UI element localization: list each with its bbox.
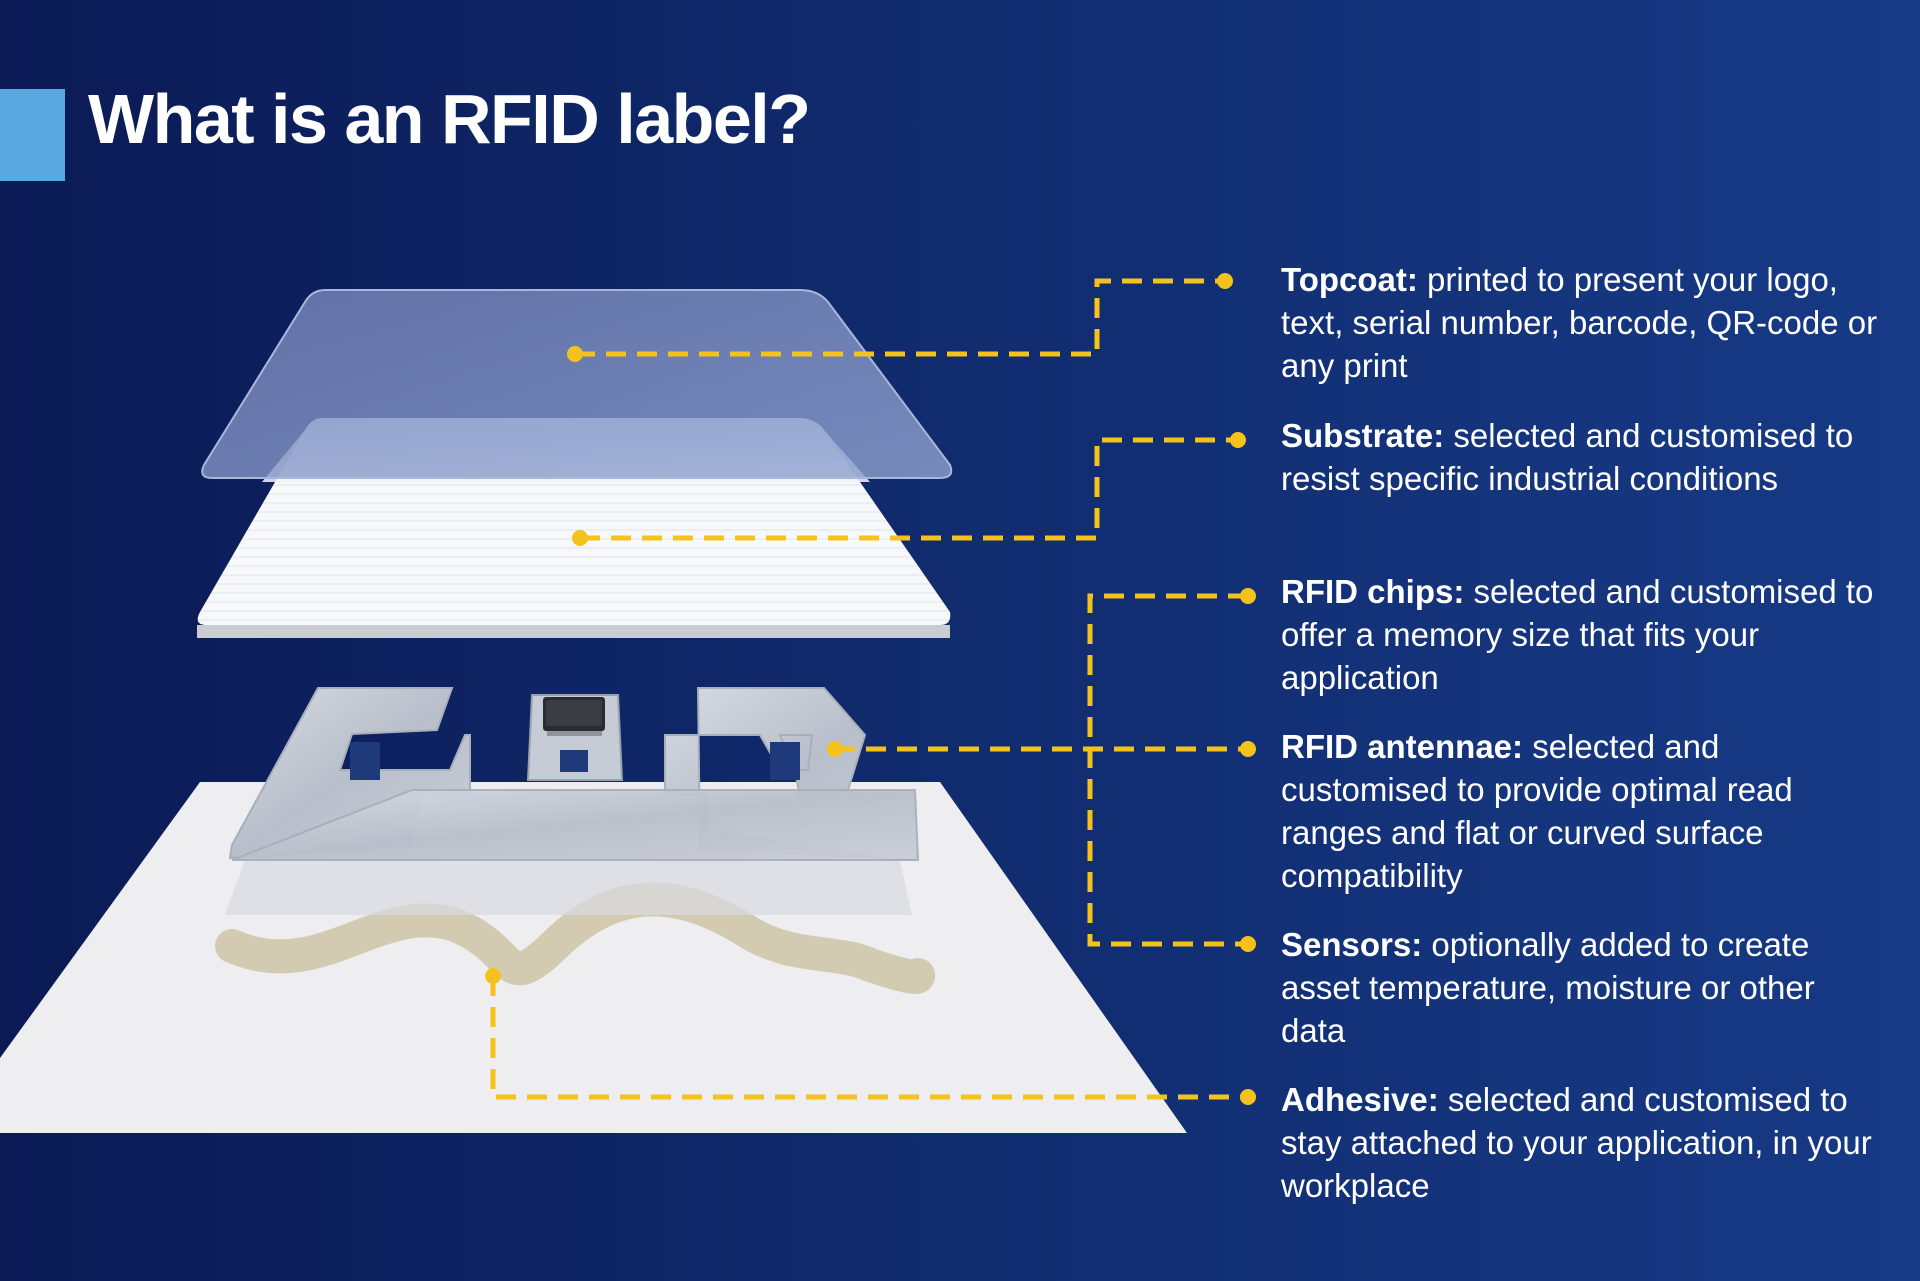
callout-rfid-antennae: RFID antennae: selected and customised t… [1281, 725, 1881, 897]
topcoat-callout-dot [1217, 273, 1233, 289]
callout-sensors-name: Sensors: [1281, 926, 1423, 963]
callout-topcoat-name: Topcoat: [1281, 261, 1418, 298]
callout-topcoat: Topcoat: printed to present your logo, t… [1281, 258, 1881, 387]
adhesive-leader-line [490, 976, 1248, 1100]
callout-adhesive-description: selected and customised to stay attached… [1281, 1081, 1872, 1204]
callout-substrate-name: Substrate: [1281, 417, 1445, 454]
rfid-chips-leader-line [1087, 593, 1248, 947]
antenna-shadow [225, 860, 912, 915]
callout-rfid-chips-name: RFID chips: [1281, 573, 1465, 610]
substrate-leader-dot [572, 530, 588, 546]
topcoat-layer [201, 289, 953, 479]
callout-topcoat-description: printed to present your logo, text, seri… [1281, 261, 1878, 384]
callout-adhesive: Adhesive: selected and customised to sta… [1281, 1078, 1881, 1207]
callout-rfid-chips-description: selected and customised to offer a memor… [1281, 573, 1874, 696]
callout-rfid-chips: RFID chips: selected and customised to o… [1281, 570, 1881, 699]
callout-rfid-antennae-description: selected and customised to provide optim… [1281, 728, 1793, 894]
adhesive-callout-dot [1240, 1089, 1256, 1105]
rfid-chip [543, 697, 605, 736]
rfid-chips-callout-dot [1240, 588, 1256, 604]
callout-sensors: Sensors: optionally added to create asse… [1281, 923, 1881, 1052]
adhesive-bead [215, 882, 935, 994]
callout-sensors-description: optionally added to create asset tempera… [1281, 926, 1815, 1049]
topcoat-leader-dot [567, 346, 583, 362]
callout-substrate-description: selected and customised to resist specif… [1281, 417, 1854, 497]
substrate-callout-dot [1230, 432, 1246, 448]
callout-rfid-antennae-name: RFID antennae: [1281, 728, 1524, 765]
adhesive-leader-dot [485, 968, 501, 984]
antenna-cutout-left [350, 742, 380, 780]
sensors-callout-dot [1240, 936, 1256, 952]
antenna-leader-dot [827, 741, 843, 757]
substrate-leader-line [580, 437, 1238, 541]
rfid-antennae-callout-dot [1240, 741, 1256, 757]
topcoat-leader-line [575, 278, 1225, 357]
leader-lines [490, 278, 1248, 1100]
page-title: What is an RFID label? [88, 80, 811, 158]
callout-substrate: Substrate: selected and customised to re… [1281, 414, 1881, 500]
leader-dots [485, 273, 1256, 1105]
title-accent-bar [0, 89, 65, 181]
antenna-cutout-right [770, 742, 800, 780]
callout-adhesive-name: Adhesive: [1281, 1081, 1439, 1118]
antenna-cutout-center [560, 750, 588, 772]
